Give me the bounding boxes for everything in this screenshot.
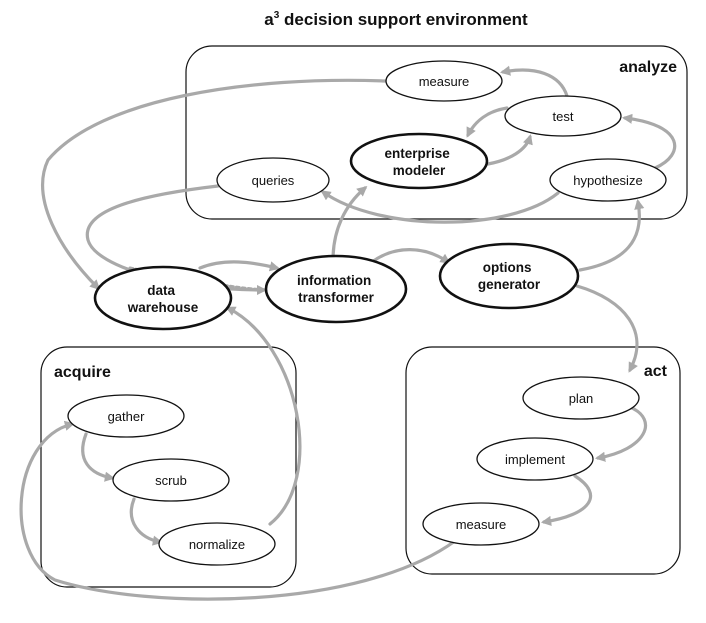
node-plan[interactable]: plan [522,376,640,420]
node-hypothesize[interactable]: hypothesize [549,158,667,202]
node-label-implement: implement [505,452,565,467]
edge-options-to-hypothesize [578,198,645,272]
nodes: measure test enterprise modeler queries … [67,60,667,566]
node-label-gather: gather [108,409,146,424]
group-box-act [405,346,681,575]
group-box-acquire [40,346,297,588]
node-queries[interactable]: queries [216,157,330,203]
edge-hypothesize-to-test [621,113,677,170]
edge-transformer-to-modeler [331,186,368,262]
node-implement[interactable]: implement [476,437,594,481]
node-label-queries: queries [252,173,295,188]
node-label-test: test [553,109,574,124]
node-scrub[interactable]: scrub [112,458,230,502]
edge-normalize-to-warehouse [225,306,302,526]
group-box-analyze [185,45,688,220]
node-label-plan: plan [569,391,594,406]
edge-scrub-to-normalize [129,497,164,546]
node-options-generator[interactable]: options generator [438,242,580,310]
node-label-scrub: scrub [155,473,187,488]
edge-measure-to-warehouse [41,78,387,291]
edge-warehouse-to-transformer [198,260,280,272]
node-label-measure-analyze: measure [419,74,470,89]
group-label-analyze: analyze [619,59,677,76]
edge-transformer-to-options [370,248,451,264]
edge-measure-to-gather [19,420,457,601]
node-label-data-warehouse: data warehouse [127,283,199,315]
node-measure-act[interactable]: measure [422,502,540,546]
node-label-hypothesize: hypothesize [573,173,642,188]
group-label-acquire: acquire [54,364,111,381]
node-data-warehouse[interactable]: data warehouse [93,265,233,331]
node-label-enterprise-modeler: enterprise modeler [384,146,453,178]
node-gather[interactable]: gather [67,394,185,438]
edge-plan-to-implement [594,405,648,462]
node-test[interactable]: test [504,95,622,137]
node-normalize[interactable]: normalize [158,522,276,566]
edge-test-to-measure [499,65,569,98]
diagram-title: a3 decision support environment [264,10,528,29]
group-label-act: act [644,363,668,380]
node-label-normalize: normalize [189,537,245,552]
edge-implement-to-measure [540,474,593,526]
node-enterprise-modeler[interactable]: enterprise modeler [349,132,489,190]
edge-options-to-plan [575,284,639,373]
edge-gather-to-scrub [81,432,116,482]
node-measure-analyze[interactable]: measure [385,60,503,102]
node-label-information-transformer: information transformer [297,273,375,305]
node-information-transformer[interactable]: information transformer [264,254,408,324]
node-label-options-generator: options generator [478,260,541,292]
edge-test-to-modeler [466,106,509,138]
edges [19,65,677,601]
edge-modeler-to-test [486,134,533,166]
node-label-measure-act: measure [456,517,507,532]
